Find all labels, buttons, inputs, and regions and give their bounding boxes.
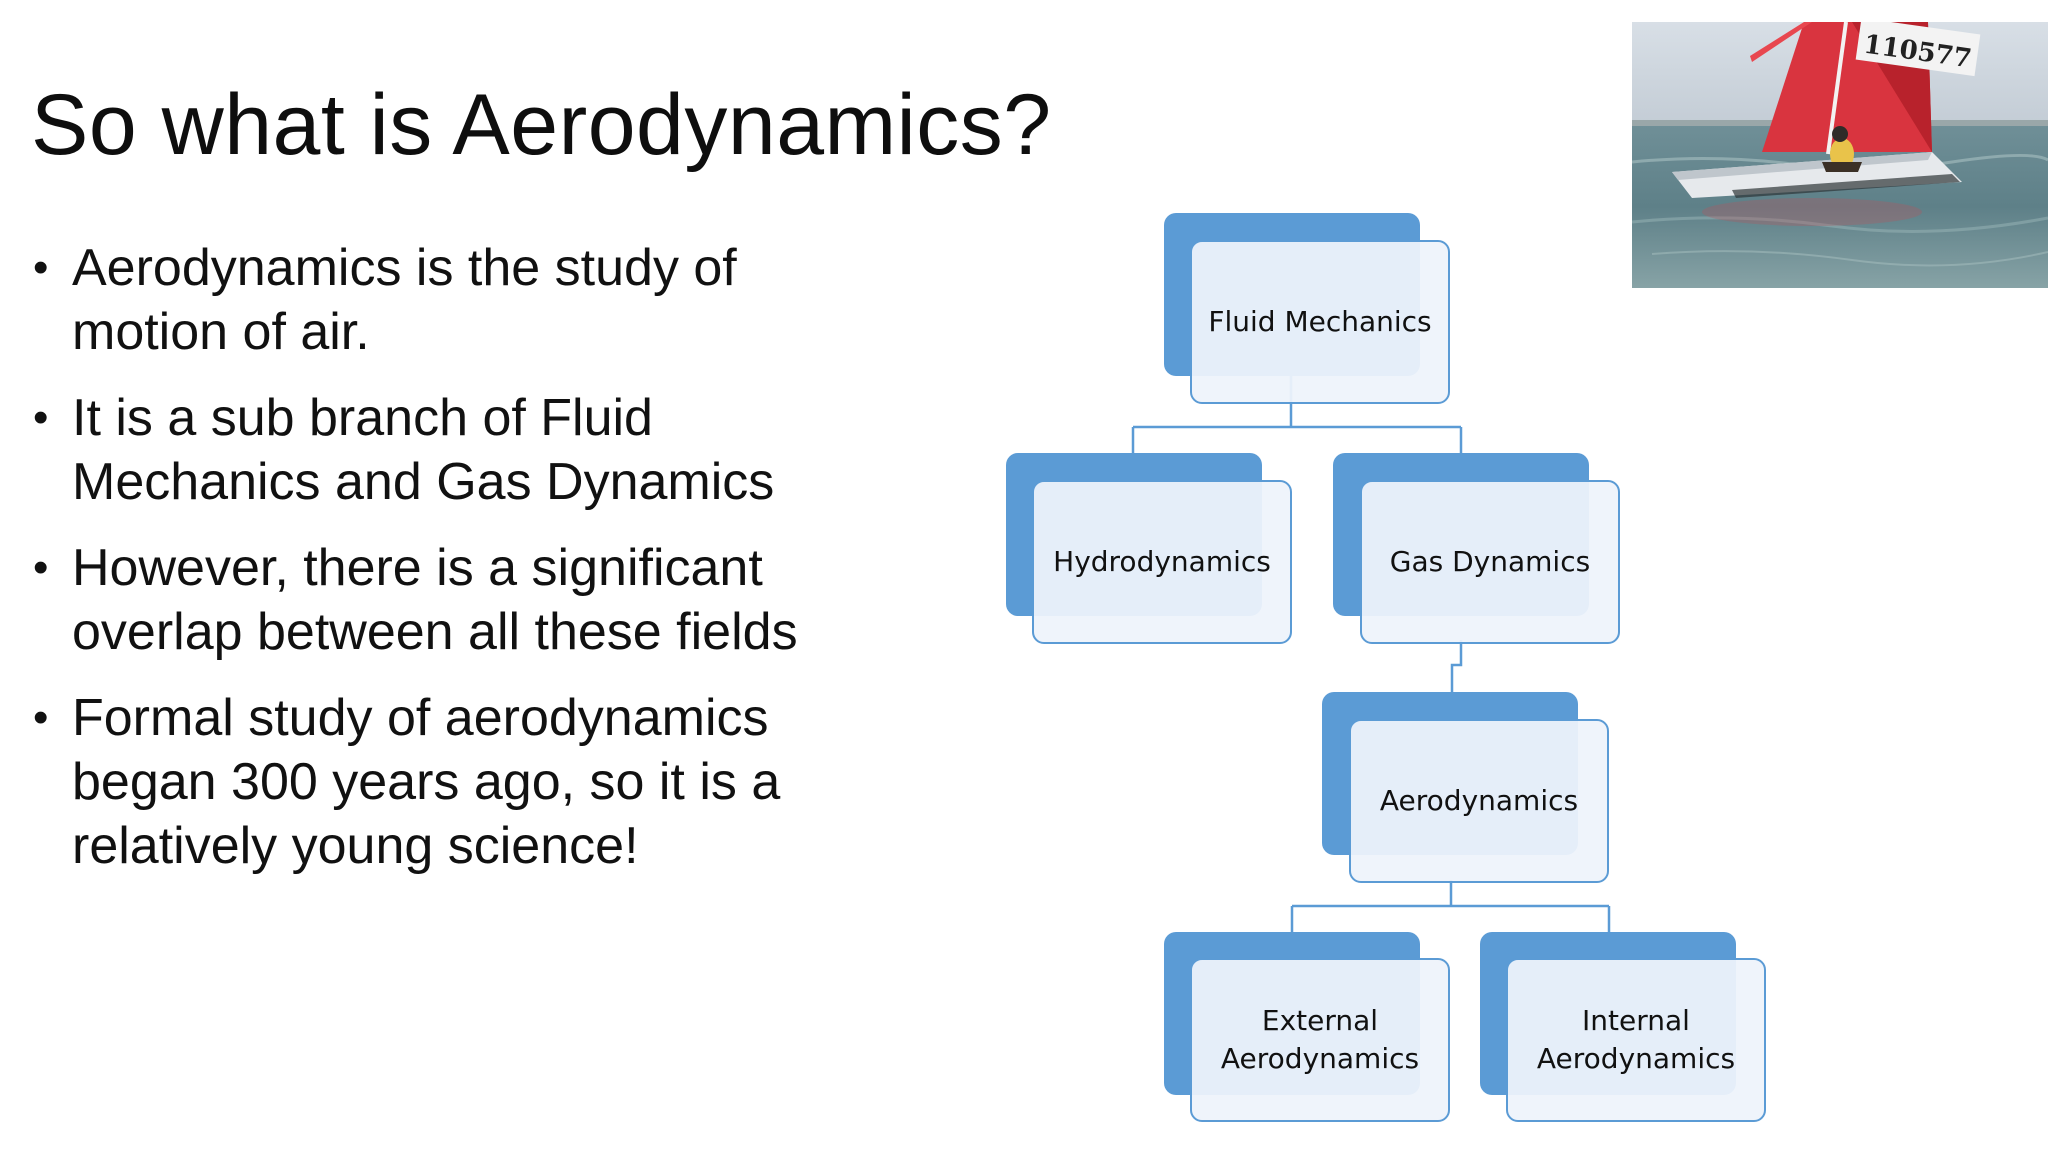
bullet-icon: •: [33, 243, 49, 292]
sailboat-image: 110577: [1632, 22, 2048, 288]
bullet-text: Formal study of aerodynamics began 300 y…: [72, 689, 781, 875]
bullet-icon: •: [33, 543, 49, 592]
bullet-item: • Aerodynamics is the study of motion of…: [30, 236, 850, 364]
bullet-icon: •: [33, 693, 49, 742]
node-fluid-mechanics: Fluid Mechanics: [1190, 240, 1450, 404]
node-external-aerodynamics: External Aerodynamics: [1190, 958, 1450, 1122]
node-label: External Aerodynamics: [1220, 1004, 1420, 1075]
node-label: Fluid Mechanics: [1208, 305, 1432, 338]
node-label: Internal Aerodynamics: [1536, 1004, 1736, 1075]
bullet-list: • Aerodynamics is the study of motion of…: [30, 236, 850, 900]
bullet-icon: •: [33, 393, 49, 442]
node-internal-aerodynamics: Internal Aerodynamics: [1506, 958, 1766, 1122]
node-label: Gas Dynamics: [1389, 545, 1591, 578]
bullet-item: • However, there is a significant overla…: [30, 536, 850, 664]
bullet-text: It is a sub branch of Fluid Mechanics an…: [72, 389, 775, 511]
bullet-item: • It is a sub branch of Fluid Mechanics …: [30, 386, 850, 514]
node-label: Hydrodynamics: [1053, 545, 1271, 578]
node-gas-dynamics: Gas Dynamics: [1360, 480, 1620, 644]
slide-title: So what is Aerodynamics?: [31, 77, 1052, 173]
connector-gas-aero: [1450, 640, 1463, 694]
node-aerodynamics: Aerodynamics: [1349, 719, 1609, 883]
node-label: Aerodynamics: [1379, 784, 1579, 817]
connector-aero-children: [1290, 880, 1611, 932]
sailboat-photo: 110577: [1632, 22, 2048, 288]
bullet-item: • Formal study of aerodynamics began 300…: [30, 686, 850, 878]
bullet-text: However, there is a significant overlap …: [72, 539, 798, 661]
bullet-text: Aerodynamics is the study of motion of a…: [72, 239, 737, 361]
node-hydrodynamics: Hydrodynamics: [1032, 480, 1292, 644]
